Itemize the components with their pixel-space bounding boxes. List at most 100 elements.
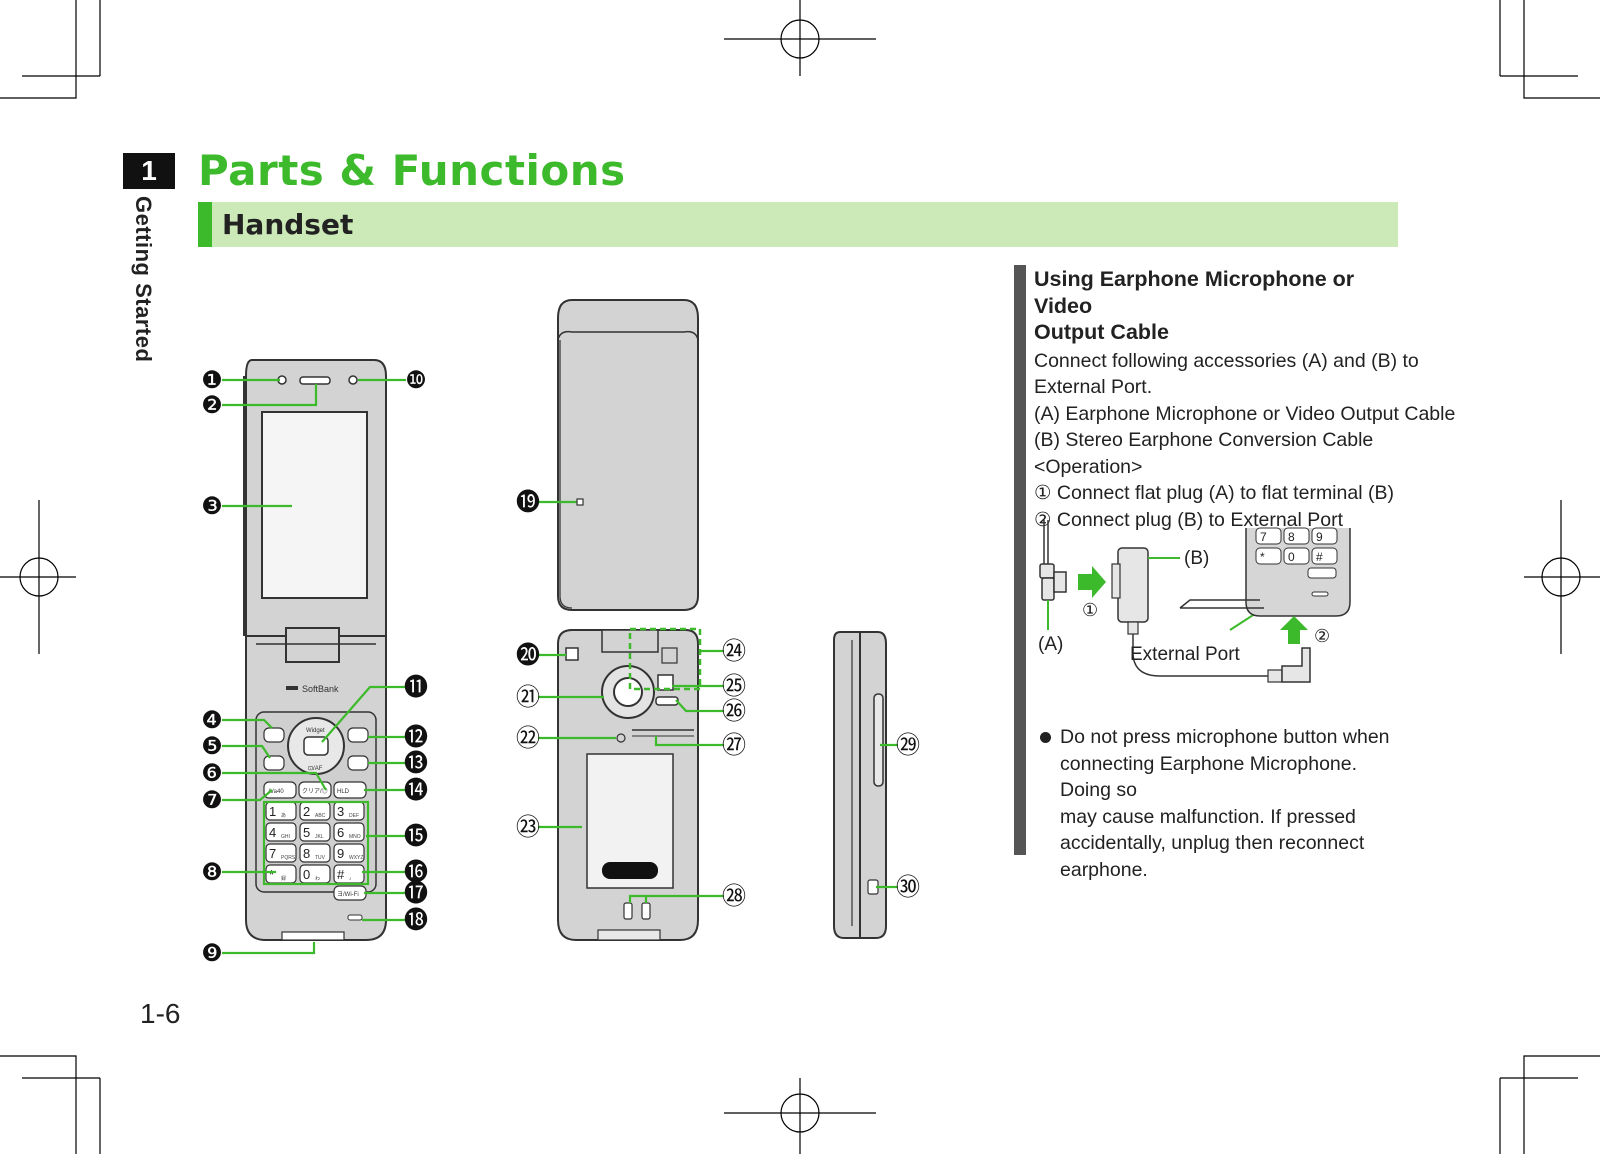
arrow-step1	[1078, 566, 1106, 598]
callout-8: ❽	[201, 859, 223, 886]
earphone-connection-diagram: (A) ① (B) External Port 7 8 9 * 0 # ②	[1038, 520, 1351, 683]
camera-af-label: ⊡/AF	[308, 766, 323, 772]
callout-15: ⓯	[404, 823, 428, 850]
info-line: External Port.	[1034, 376, 1153, 399]
callout-14: ⓮	[404, 777, 428, 804]
callout-29: ㉙	[896, 732, 920, 759]
mini-key	[1311, 527, 1338, 545]
callout-12: ⓬	[404, 724, 428, 751]
keypad-key-number: 4	[269, 825, 276, 840]
keypad-key-number: 3	[337, 804, 344, 819]
adapter-b	[1117, 547, 1149, 623]
note-line: connecting Earphone Microphone. Doing so	[1060, 752, 1358, 802]
phone-back-bottom	[557, 627, 702, 941]
keypad-key-letters: MNO	[349, 834, 361, 840]
info-heading-line: Using Earphone Microphone or Video	[1034, 267, 1355, 318]
note-line: may cause malfunction. If pressed	[1060, 805, 1356, 828]
info-heading: Using Earphone Microphone or Video Outpu…	[1034, 266, 1404, 346]
label-a: (A)	[1038, 634, 1063, 655]
mini-key-label: 0	[1288, 550, 1295, 564]
arrow-step2	[1280, 616, 1308, 644]
info-rule	[1014, 265, 1026, 855]
label-b: (B)	[1184, 548, 1209, 569]
callout-6: ❻	[201, 760, 223, 787]
keypad-key-number: #	[337, 867, 345, 882]
mini-keypad: 7 8 9 * 0 #	[1255, 527, 1338, 565]
keypad-key-number: 0	[303, 867, 310, 882]
external-port-label: External Port	[1130, 644, 1241, 665]
step1-marker: ①	[1082, 600, 1098, 620]
keypad-key-letters: PQRS	[281, 855, 296, 861]
bullet-icon	[1040, 732, 1051, 743]
keypad-key-number: 1	[269, 804, 276, 819]
callout-1: ❶	[201, 367, 223, 394]
keypad-key	[333, 843, 365, 863]
keypad-key-number: 8	[303, 846, 310, 861]
phone-closed-back	[557, 299, 699, 611]
mini-key	[1311, 547, 1338, 565]
chapter-title: Getting Started	[131, 196, 156, 363]
mini-key-label: #	[1316, 550, 1323, 564]
note-line: Do not press microphone button when	[1060, 726, 1390, 748]
keypad-key-letters: JKL	[315, 834, 324, 840]
keypad-key-letters: 録	[281, 875, 286, 882]
callout-16: ⓰	[404, 859, 428, 886]
keypad-key-number: *	[269, 867, 274, 882]
chapter-number: 1	[123, 153, 175, 189]
callout-9: ❾	[201, 940, 223, 967]
mini-key-label: 7	[1260, 530, 1267, 544]
clear-key-label: クリア/◎	[302, 788, 328, 795]
keypad-key-letters: わ	[315, 875, 320, 882]
callout-11: ⓫	[404, 674, 428, 701]
section-accent	[198, 202, 212, 247]
section-title: Handset	[222, 208, 354, 241]
plug-a	[1041, 577, 1055, 601]
step2-marker: ②	[1314, 626, 1330, 646]
callout-2: ❷	[201, 392, 223, 419]
callout-30: ㉚	[896, 874, 920, 901]
callout-13: ⓭	[404, 750, 428, 777]
brand-logo: SoftBank	[302, 684, 339, 694]
keypad-key	[299, 843, 331, 863]
keypad-key-letters: ABC	[315, 813, 326, 819]
mini-key	[1283, 547, 1310, 565]
callout-4: ❹	[201, 707, 223, 734]
callout-17: ⓱	[404, 880, 428, 907]
callout-5: ❺	[201, 733, 223, 760]
keypad-key-number: 5	[303, 825, 310, 840]
keypad-key-letters: ♪	[349, 876, 352, 882]
info-heading-line: Output Cable	[1034, 320, 1169, 344]
keypad-key-letters: DEF	[349, 813, 359, 819]
callout-3: ❸	[201, 493, 223, 520]
callout-26: ㉖	[722, 698, 746, 725]
keypad-key-letters: GHI	[281, 834, 290, 840]
wifi-key-label: ヨ/Wi-Fi	[337, 891, 359, 898]
plug-b	[1281, 647, 1311, 683]
mini-key-label: 8	[1288, 530, 1295, 544]
keypad-key-letters: TUV	[315, 855, 326, 861]
keypad-key	[299, 822, 331, 842]
callout-19: ⓳	[516, 489, 540, 516]
callout-21: ㉑	[516, 684, 540, 711]
callout-27: ㉗	[722, 732, 746, 759]
callout-10: ❿	[405, 367, 427, 394]
info-line: (B) Stereo Earphone Conversion Cable	[1034, 429, 1374, 452]
info-line: (A) Earphone Microphone or Video Output …	[1034, 402, 1456, 425]
keypad-key-letters: あ	[281, 813, 286, 819]
keypad-key-number: 7	[269, 846, 276, 861]
widget-key-label: Widget	[306, 728, 325, 734]
info-line: Connect following accessories (A) and (B…	[1034, 349, 1419, 372]
mini-key-label: *	[1260, 550, 1265, 564]
mini-key-label: 9	[1316, 530, 1323, 544]
info-line: <Operation>	[1034, 455, 1143, 478]
callout-dots	[576, 498, 584, 506]
callout-7: ❼	[201, 787, 223, 814]
phone-side	[833, 631, 887, 939]
callout-23: ㉓	[516, 814, 540, 841]
mini-key	[1283, 527, 1310, 545]
info-line: ② Connect plug (B) to External Port	[1034, 509, 1344, 532]
